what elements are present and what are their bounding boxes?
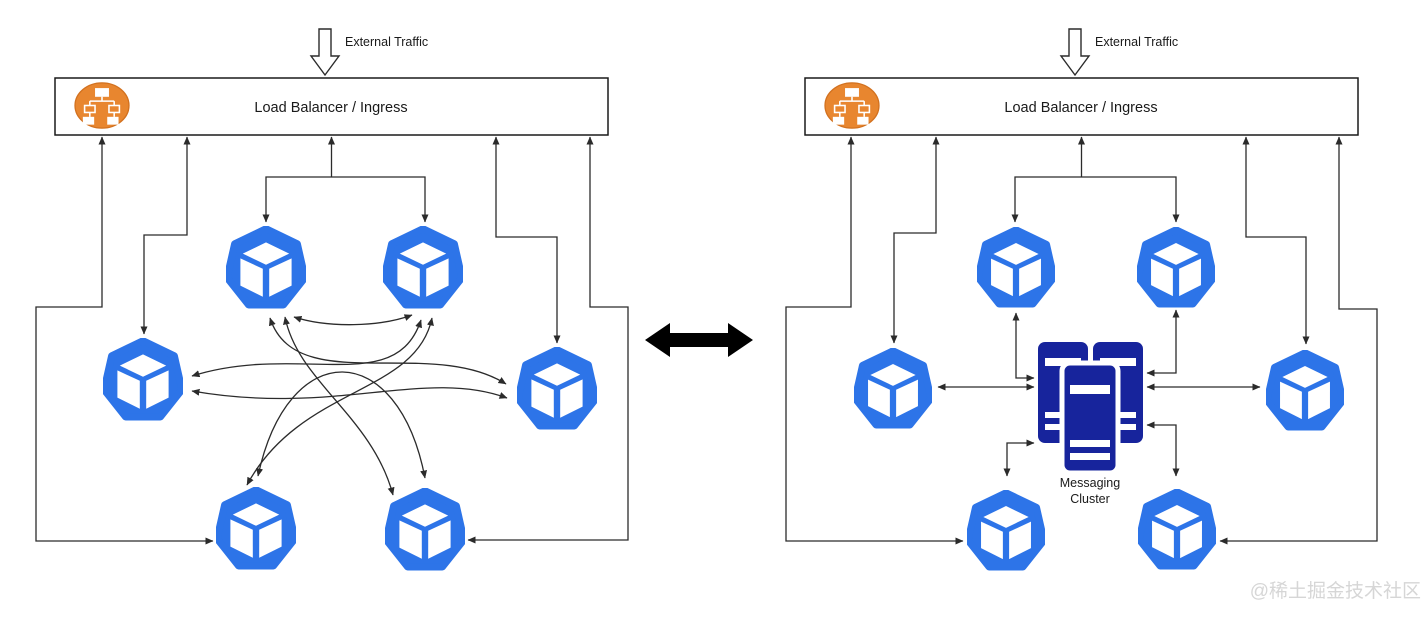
- mesh-arrow: [283, 316, 395, 496]
- connector-line: [492, 136, 561, 344]
- lb-routes: [35, 136, 629, 545]
- cluster-link-line: [1012, 312, 1035, 382]
- left-panel: External Traffic Load Balancer / Ingress: [35, 28, 629, 567]
- connector-line: [1011, 176, 1180, 223]
- cluster-links: [937, 309, 1261, 477]
- connector-line: [35, 136, 214, 545]
- service-mesh: [191, 314, 508, 496]
- connector-line: [262, 176, 429, 223]
- cluster-link-line: [1003, 439, 1035, 477]
- service-pod-icon: [1267, 353, 1343, 427]
- mesh-arrow: [246, 317, 434, 486]
- service-pod-icon: [217, 490, 295, 566]
- service-pod-icon: [1139, 492, 1215, 566]
- server-slot: [1070, 453, 1110, 460]
- server-slot: [1100, 358, 1136, 366]
- load-balancer-label: Load Balancer / Ingress: [1004, 100, 1157, 116]
- server-slot: [1045, 358, 1081, 366]
- connector-line: [467, 136, 629, 544]
- messaging-cluster: [1038, 342, 1143, 476]
- messaging-cluster-label-line2: Cluster: [1070, 492, 1110, 506]
- service-pod-icon: [855, 351, 931, 425]
- service-pod-icon: [978, 230, 1054, 304]
- load-balancer-label: Load Balancer / Ingress: [254, 100, 407, 116]
- mesh-arrow: [191, 319, 422, 378]
- service-pod-icon: [386, 491, 464, 567]
- server-rack-icon: [1059, 360, 1121, 476]
- mesh-arrow: [293, 314, 413, 326]
- lb-routes: [785, 136, 1378, 545]
- service-pod-icon: [104, 341, 182, 417]
- connector-line: [890, 136, 940, 344]
- cluster-link-line: [1146, 309, 1180, 377]
- service-pod-icon: [518, 350, 596, 426]
- server-slot: [1070, 385, 1110, 394]
- external-traffic-down-arrow-icon: [309, 28, 341, 77]
- load-balancer-box: [54, 77, 609, 136]
- server-slot: [1070, 440, 1110, 447]
- load-balancer-box: [804, 77, 1359, 136]
- external-traffic-down-arrow-icon: [1059, 28, 1091, 77]
- service-pod-icon: [384, 229, 462, 305]
- watermark: @稀土掘金技术社区: [1250, 580, 1421, 602]
- messaging-cluster-label-line1: Messaging: [1060, 476, 1120, 490]
- cluster-link-line: [1146, 421, 1180, 477]
- external-traffic-label: External Traffic: [345, 35, 428, 49]
- mesh-arrow: [256, 371, 428, 479]
- connector-line: [1242, 136, 1310, 345]
- service-pod-icon: [968, 493, 1044, 567]
- service-pod-icon: [227, 229, 305, 305]
- connector-line: [1219, 136, 1378, 545]
- external-traffic-label: External Traffic: [1095, 35, 1178, 49]
- service-pod-icon: [1138, 230, 1214, 304]
- mesh-arrow: [191, 387, 508, 400]
- bidirectional-arrow-icon: [645, 323, 753, 357]
- load-balancer-icon: [824, 82, 880, 129]
- connector-line: [140, 136, 191, 335]
- right-panel: External Traffic Load Balancer / Ingress: [785, 28, 1378, 567]
- connector-line: [785, 136, 964, 545]
- load-balancer-icon: [74, 82, 130, 129]
